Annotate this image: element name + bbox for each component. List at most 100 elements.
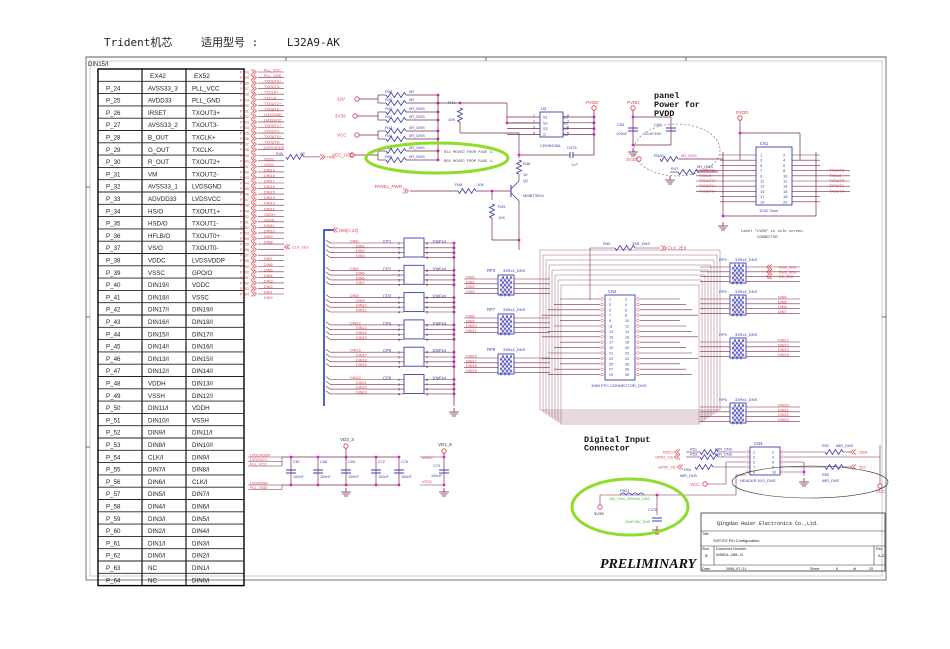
clk-2ex-port-label: CLK_2EX <box>292 245 309 249</box>
port-arrow-icon <box>250 169 258 175</box>
port-arrow-icon <box>283 244 291 250</box>
cn2-pin-num: 21 <box>609 352 613 356</box>
table-cell: DIN15/I <box>148 331 169 338</box>
res-pack-element <box>731 263 745 271</box>
r55-ref: R55 <box>822 473 829 477</box>
decoup-cap-ref: C67 <box>293 460 300 464</box>
cap-pack-pin: 8 <box>426 323 428 327</box>
cap-pack-pin: 1 <box>398 351 400 355</box>
port-net-label: TXOUT0- <box>264 141 281 145</box>
power-port-icon <box>343 443 349 449</box>
r45-ref: R45 <box>276 152 283 156</box>
power-port-icon <box>636 156 642 162</box>
cn2-pin-num: 3 <box>609 303 611 307</box>
port-pin-label: P_30 <box>240 104 249 108</box>
cn2-pin-pad <box>636 302 640 306</box>
port-pin-label: P_64 <box>240 293 249 297</box>
resistor-ref: R43 <box>385 125 393 130</box>
ground-icon <box>439 488 449 497</box>
res-pack-ref: RP7 <box>487 307 496 312</box>
port-pin-label: P_59 <box>240 265 249 269</box>
c73-cap <box>439 469 449 474</box>
port-arrow-icon <box>250 196 258 203</box>
port-net-label: DIN12 <box>264 207 275 211</box>
bus-entry <box>325 353 331 358</box>
res-pack-element <box>731 352 745 360</box>
cap-pack-pin: 3 <box>398 306 400 310</box>
table-cell: DIN5/I <box>148 491 166 498</box>
port-pin-label: P_44 <box>240 182 249 186</box>
resistor-ref: R44 <box>385 133 393 138</box>
table-cell: P_33 <box>106 196 121 203</box>
outline-ellipse <box>731 465 889 499</box>
cn2-pin-num: 27 <box>609 368 613 372</box>
cn2-pin-num: 23 <box>609 357 613 361</box>
r45-resistor <box>285 153 305 161</box>
decoup-cap-ref: C69 <box>348 460 355 464</box>
cap-pack-net: DIN16 <box>350 349 361 353</box>
res-pack-net: DIN15 <box>778 353 789 357</box>
table-cell: TXOUT1- <box>192 221 218 228</box>
cn3-ref: CN3 <box>754 441 763 446</box>
c65-value: 100nF <box>616 131 628 136</box>
port-pin-label: P_51 <box>240 220 249 224</box>
u2-pin-num: 3 <box>533 126 535 130</box>
resistor-value: 0R_DNS <box>409 133 425 138</box>
bus-entry <box>325 326 331 330</box>
res-pack-net: DIN16 <box>466 355 477 359</box>
table-cell: DIN2/I <box>192 553 210 560</box>
table-cell: DIN3/I <box>148 516 166 523</box>
power-port-icon <box>877 483 883 489</box>
u2-pin-name: D3 <box>564 127 569 131</box>
junction-dot <box>442 455 446 459</box>
cn2-pin-num: 4 <box>625 303 627 307</box>
power-source-label: VCC <box>337 133 347 138</box>
res-pack-ref: RP4 <box>719 257 728 262</box>
port-net-label: LVDSGND <box>264 113 282 117</box>
table-cell: DIN4/I <box>192 528 210 535</box>
decoupling-caps: VD3_3LVDSVDDPLVDSVCCPLL_VCCLVDSGNDPLL_GN… <box>248 437 452 497</box>
decoup-cap <box>313 469 323 474</box>
table-cell: P_39 <box>106 270 121 277</box>
res-pack-value: 33Rx4_DNS <box>735 397 758 402</box>
res-pack-element <box>499 319 513 327</box>
ferrite-bead-icon <box>619 492 645 496</box>
cn1-pin-num: 4 <box>783 158 786 163</box>
cn2-pin-pad <box>600 297 604 301</box>
cap-pack-pin: 4 <box>398 311 400 315</box>
table-cell: VDDH <box>192 405 210 412</box>
cap-pack-net: DIN12 <box>350 321 361 325</box>
routing-trace <box>551 269 709 419</box>
bus-entry <box>325 294 331 298</box>
cn1-pin-num: 5 <box>760 163 763 168</box>
res-pack-element <box>499 354 513 362</box>
bus-entry <box>325 358 331 363</box>
bus-entry <box>325 385 331 390</box>
decoup-cap <box>341 469 351 474</box>
port-arrow-icon <box>849 449 857 455</box>
port-net-label: TXOUT2+ <box>264 102 282 106</box>
port-pin-label: P_36 <box>240 137 249 141</box>
table-cell: P_43 <box>106 319 121 326</box>
cn3-pad <box>746 460 750 464</box>
r49-resistor <box>488 203 496 219</box>
sda-label: SDA <box>859 450 868 455</box>
routing-trace <box>560 284 700 425</box>
port-net-label: DIN3 <box>264 279 273 283</box>
tb-company: Qingdao Haier Electronics Co.,Ltd. <box>717 521 819 527</box>
port-arrow-icon <box>250 163 258 170</box>
cap-pack-value: 10pFx4 <box>432 239 447 244</box>
table-cell: VSSC <box>192 294 209 301</box>
cap-pack-net: DIN0 <box>350 240 359 244</box>
cn2-part: 1MM FPC CONNECTOR_DNS <box>591 383 647 388</box>
cap-pack-net: DIN5 <box>356 272 365 276</box>
resistor-symbol <box>385 135 407 143</box>
table-cell: DIN10/I <box>192 442 213 449</box>
res-pack-net: DIN19 <box>466 369 477 373</box>
cn1-pin-num: 18 <box>783 194 788 199</box>
port-net-label: DIN6 <box>264 263 273 267</box>
table-cell: DIN11/I <box>192 430 213 437</box>
port-pin-label: P_47 <box>240 198 249 202</box>
table-cell: P_57 <box>106 491 121 498</box>
